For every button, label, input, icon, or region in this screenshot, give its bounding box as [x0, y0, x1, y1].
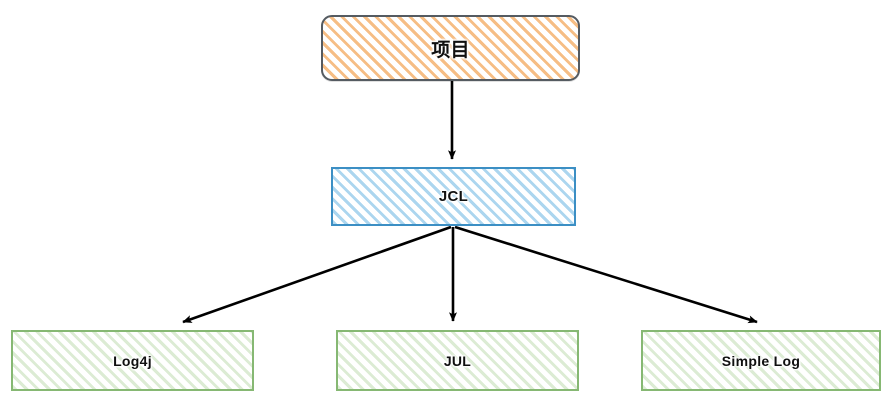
node-simplelog-label: Simple Log [721, 352, 801, 369]
node-log4j[interactable]: Log4j [11, 330, 254, 391]
node-project-label: 项目 [431, 39, 470, 61]
node-simplelog[interactable]: Simple Log [641, 330, 881, 391]
node-log4j-label: Log4j [113, 352, 152, 369]
node-jcl-label: JCL [438, 188, 469, 205]
edge-jcl-to-simplelog [454, 225, 758, 324]
edge-jcl-to-log4j [182, 225, 452, 324]
node-jcl[interactable]: JCL [331, 167, 576, 226]
node-jul-label: JUL [443, 352, 472, 369]
node-jul[interactable]: JUL [336, 330, 579, 391]
node-project[interactable]: 项目 [321, 15, 580, 81]
